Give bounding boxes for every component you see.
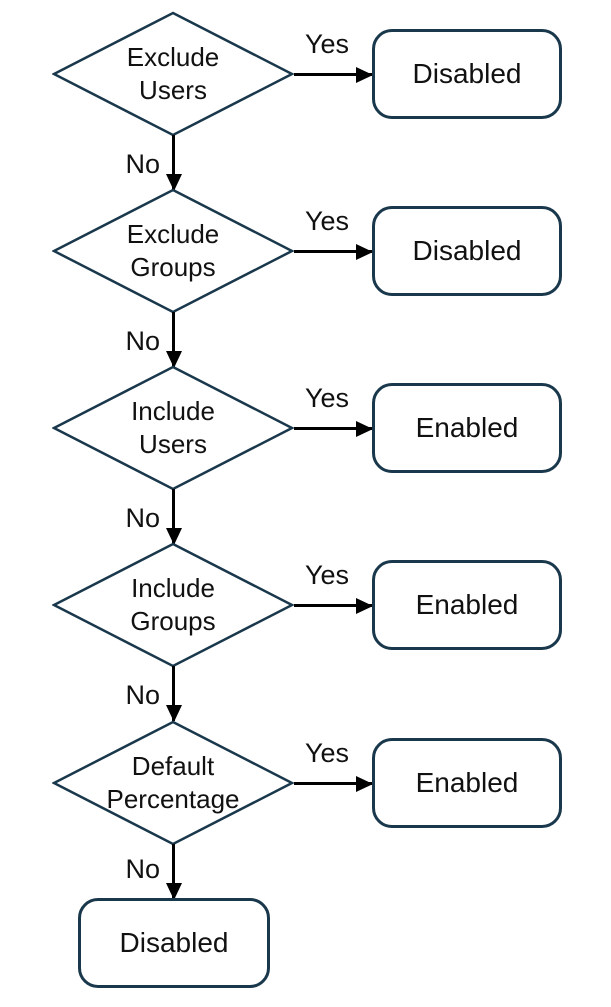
no-arrow [172,312,175,367]
decision-label-default-percentage: Default Percentage [106,751,240,814]
decision-label-include-groups: Include Groups [130,573,216,636]
no-label: No [125,149,160,179]
yes-label: Yes [304,29,350,59]
no-arrow [172,135,175,190]
no-arrow [172,489,175,544]
no-label: No [125,680,160,710]
yes-arrow [294,250,372,253]
no-label: No [125,326,160,356]
no-arrow [172,844,175,899]
decision-label-exclude-groups: Exclude Groups [126,219,220,282]
decision-label-exclude-users: Exclude Users [126,42,220,105]
flow-row-exclude-groups: Exclude Groups Yes Disabled No [0,188,611,368]
yes-arrow [294,427,372,430]
yes-arrow [294,782,372,785]
flow-row-include-groups: Include Groups Yes Enabled No [0,542,611,722]
flow-row-include-users: Include Users Yes Enabled No [0,365,611,545]
no-arrow [172,666,175,721]
flow-row-exclude-users: Exclude Users Yes Disabled No [0,11,611,191]
final-outcome-box-disabled: Disabled [78,898,270,988]
yes-label: Yes [304,383,350,413]
outcome-box-enabled: Enabled [372,560,562,650]
outcome-box-enabled: Enabled [372,383,562,473]
decision-label-include-users: Include Users [131,396,215,459]
no-label: No [125,854,160,884]
yes-arrow [294,73,372,76]
outcome-box-disabled: Disabled [372,29,562,119]
yes-arrow [294,604,372,607]
outcome-box-enabled: Enabled [372,738,562,828]
outcome-box-disabled: Disabled [372,206,562,296]
flow-row-default-percentage: Default Percentage Yes Enabled [0,720,611,900]
yes-label: Yes [304,560,350,590]
yes-label: Yes [304,206,350,236]
yes-label: Yes [304,738,350,768]
no-label: No [125,503,160,533]
